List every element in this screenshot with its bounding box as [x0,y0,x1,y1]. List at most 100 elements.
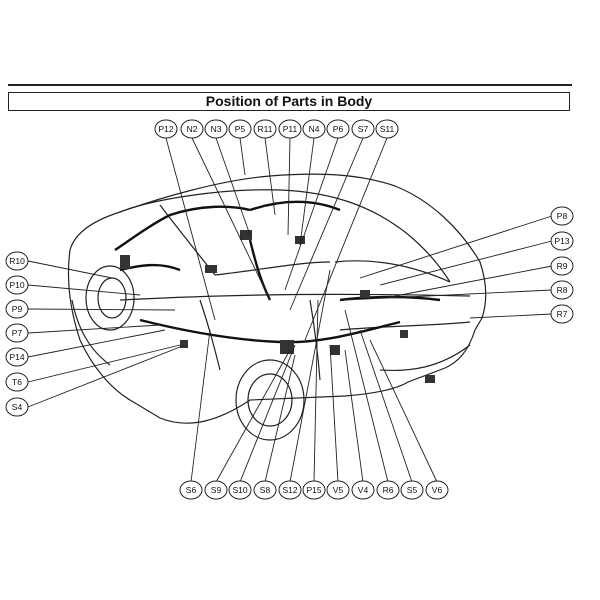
leader-P5 [239,137,246,176]
callout-circles [5,119,574,500]
callout-P11 [278,119,302,139]
leader-N2 [191,137,271,301]
diagram-title: Position of Parts in Body [205,93,373,109]
callout-P7 [5,323,29,343]
leader-R9 [384,265,553,299]
label-R8: R8 [557,285,568,295]
leader-S5 [359,329,413,483]
label-P5: P5 [235,124,246,134]
callout-S12 [278,480,302,500]
label-S9: S9 [211,485,222,495]
label-S6: S6 [186,485,197,495]
callout-S6 [179,480,203,500]
label-V6: V6 [432,485,443,495]
callout-P8 [550,206,574,226]
harness-roof [249,200,341,212]
label-V4: V4 [358,485,369,495]
callout-P5 [228,119,252,139]
label-P9: P9 [12,304,23,314]
callout-S8 [253,480,277,500]
callout-P14 [5,347,29,367]
leader-P15 [313,299,319,483]
callout-R7 [550,304,574,324]
leader-P8 [359,215,553,279]
leader-S6 [190,329,211,483]
connector [205,265,217,273]
callout-R6 [376,480,400,500]
leader-R6 [344,309,389,483]
leader-R10 [27,260,113,279]
label-S10: S10 [232,485,247,495]
callout-P10 [5,275,29,295]
connector [240,230,252,240]
leader-N3 [215,137,251,236]
label-P12: P12 [158,124,173,134]
callout-P6 [326,119,350,139]
callout-P15 [302,480,326,500]
leader-lines [27,137,553,483]
leader-V6 [369,339,438,483]
leader-P13 [379,240,553,286]
wheels [85,265,305,441]
leader-S4 [27,344,186,408]
label-R7: R7 [557,309,568,319]
leader-S12 [289,269,331,483]
connector [400,330,408,338]
label-R11: R11 [258,124,273,134]
connector [330,345,340,355]
car-body [67,173,487,424]
belt-line [119,293,471,301]
connector [360,290,370,298]
leader-S10 [239,344,296,483]
label-S5: S5 [407,485,418,495]
callout-S11 [375,119,399,139]
label-N2: N2 [187,124,198,134]
leader-S11 [304,137,388,341]
callout-S4 [5,397,29,417]
callout-V4 [351,480,375,500]
leader-R11 [264,137,276,216]
label-P6: P6 [333,124,344,134]
label-S8: S8 [260,485,271,495]
leader-P7 [27,324,161,334]
label-S12: S12 [282,485,297,495]
leader-P11 [287,137,291,236]
callout-R9 [550,256,574,276]
label-P10: P10 [9,280,24,290]
leader-P6 [284,137,339,291]
callout-R11 [253,119,277,139]
label-V5: V5 [333,485,344,495]
leader-S9 [215,349,291,483]
callout-N3 [204,119,228,139]
callout-labels: P12 N2 N3 P5 R11 P11 N4 P6 S7 S11 P8 P13… [9,124,570,495]
callout-R8 [550,280,574,300]
connector [180,340,188,348]
door-line-front [199,299,221,371]
title-box: Position of Parts in Body [8,92,570,111]
rear-wheel-inner [247,373,293,427]
callout-P9 [5,299,29,319]
callout-P13 [550,231,574,251]
rear-bumper [379,344,471,372]
leader-V5 [329,344,339,483]
trunk-lid [339,321,471,331]
label-P11: P11 [283,124,298,134]
callout-N4 [302,119,326,139]
label-S4: S4 [12,402,23,412]
roof-line [119,189,451,283]
connector [295,236,305,244]
harness-front [114,205,251,251]
label-N4: N4 [309,124,320,134]
leader-T6 [27,344,181,383]
front-wheel-outer [85,265,135,331]
callout-S7 [351,119,375,139]
leader-P14 [27,329,166,358]
callout-P12 [154,119,178,139]
callout-S10 [228,480,252,500]
label-R10: R10 [9,256,25,266]
front-bumper [71,299,111,366]
leader-R8 [344,289,553,301]
rear-wheel-outer [235,359,305,441]
callout-T6 [5,372,29,392]
